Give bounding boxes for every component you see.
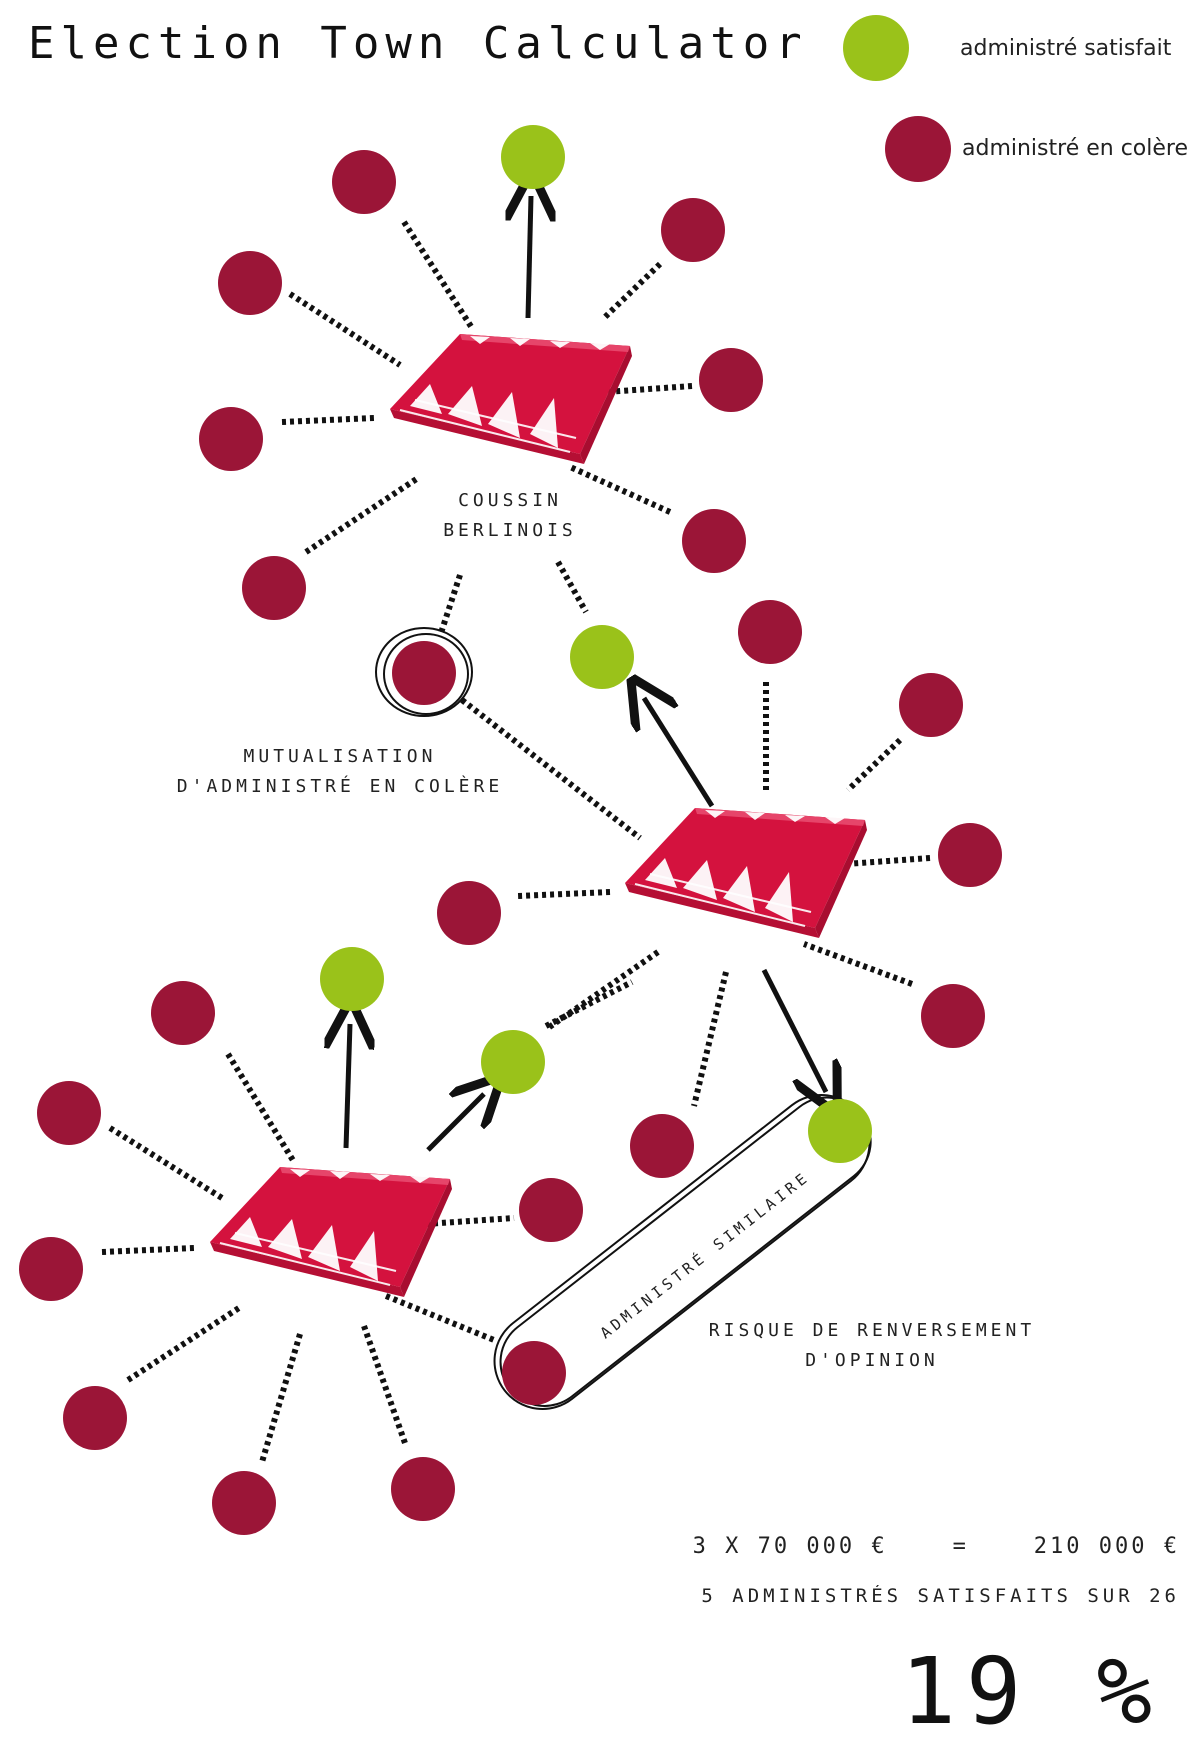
cushion-bottom: [209, 1166, 453, 1298]
connector: [437, 574, 463, 637]
connector: [546, 949, 660, 1031]
connector: [605, 383, 693, 395]
arrow: [346, 1024, 350, 1149]
connector: [259, 1333, 303, 1463]
angry-resident: [242, 556, 306, 620]
legend-angry-label: administré en colère: [962, 136, 1188, 161]
angry-resident: [502, 1341, 566, 1405]
caption-cushion-line-1: COUSSIN: [458, 490, 562, 511]
connector: [460, 697, 642, 841]
angry-resident: [738, 600, 802, 664]
satisfied-resident: [320, 947, 384, 1011]
angry-resident: [519, 1178, 583, 1242]
connector: [544, 979, 634, 1029]
caption-mutualisation-line-1: MUTUALISATION: [243, 746, 437, 767]
angry-resident: [899, 673, 963, 737]
arrow: [761, 968, 826, 1092]
angry-resident: [218, 251, 282, 315]
angry-resident: [37, 1081, 101, 1145]
connector: [361, 1325, 409, 1447]
angry-resident: [151, 981, 215, 1045]
caption-cushion-line-2: BERLINOIS: [443, 520, 577, 541]
connector: [517, 889, 611, 899]
connector: [281, 415, 375, 425]
connector: [555, 560, 589, 614]
ratio-text: 5 ADMINISTRÉS SATISFAITS SUR 26: [701, 1585, 1180, 1607]
caption-cushion: COUSSIN BERLINOIS: [380, 486, 640, 546]
angry-resident: [212, 1471, 276, 1535]
connector: [601, 261, 663, 321]
arrow: [426, 1094, 484, 1152]
connector: [126, 1303, 244, 1383]
arrows: [346, 196, 826, 1152]
caption-risk-line-2: D'OPINION: [805, 1350, 939, 1371]
angry-resident: [392, 641, 456, 705]
connector: [101, 1245, 195, 1255]
connector: [845, 737, 903, 793]
angry-residents: [19, 150, 1002, 1535]
satisfied-residents: [320, 125, 872, 1163]
caption-mutualisation: MUTUALISATION D'ADMINISTRÉ EN COLÈRE: [150, 742, 530, 802]
mutualisation-loop-inner: [383, 633, 469, 715]
legend-angry-swatch: [885, 116, 951, 182]
legend-satisfied-swatch: [843, 15, 909, 81]
caption-risk: RISQUE DE RENVERSEMENT D'OPINION: [682, 1316, 1062, 1376]
angry-resident: [19, 1237, 83, 1301]
satisfied-resident: [570, 625, 634, 689]
page-title: Election Town Calculator: [28, 18, 800, 69]
angry-resident: [661, 198, 725, 262]
angry-resident: [391, 1457, 455, 1521]
connector: [304, 475, 420, 555]
connector: [225, 1052, 297, 1164]
connector: [108, 1125, 224, 1201]
connector: [845, 855, 931, 867]
caption-mutualisation-line-2: D'ADMINISTRÉ EN COLÈRE: [176, 776, 504, 797]
connector: [401, 220, 475, 330]
angry-resident: [682, 509, 746, 573]
angry-resident: [630, 1114, 694, 1178]
connector: [566, 463, 672, 515]
arrow: [528, 196, 531, 319]
legend: [843, 15, 951, 182]
angry-resident: [63, 1386, 127, 1450]
satisfied-resident: [808, 1099, 872, 1163]
angry-resident: [938, 823, 1002, 887]
cost-calculation: 3 X 70 000 € = 210 000 €: [692, 1534, 1180, 1559]
caption-risk-line-1: RISQUE DE RENVERSEMENT: [708, 1320, 1036, 1341]
connector: [384, 1293, 496, 1343]
mutualisation-loop: [375, 627, 473, 717]
cushion-middle: [624, 807, 868, 939]
dotted-connectors: [101, 220, 931, 1463]
satisfaction-percentage: 19 %: [900, 1638, 1162, 1745]
connector: [288, 291, 402, 368]
connector: [425, 1215, 515, 1227]
legend-satisfied-label: administré satisfait: [960, 36, 1172, 61]
angry-resident: [699, 348, 763, 412]
angry-resident: [332, 150, 396, 214]
cushion-top: [389, 333, 633, 465]
angry-resident: [921, 984, 985, 1048]
angry-resident: [199, 407, 263, 471]
satisfied-resident: [501, 125, 565, 189]
arrow: [644, 698, 715, 808]
angry-resident: [437, 881, 501, 945]
connector: [802, 941, 914, 987]
satisfied-resident: [481, 1030, 545, 1094]
connector: [691, 971, 729, 1107]
